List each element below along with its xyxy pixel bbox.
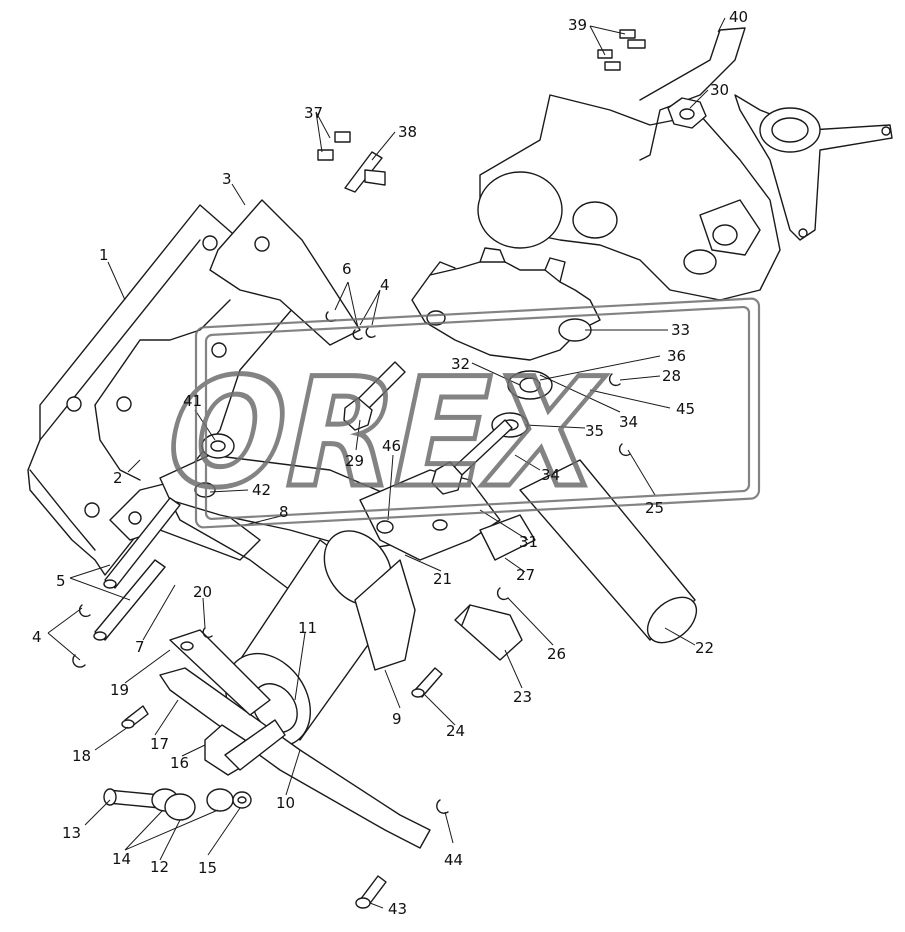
label-part-14: 14 [112,850,131,868]
pin-part-43 [355,875,387,909]
label-part-7: 7 [135,638,145,656]
label-part-6: 6 [342,260,352,278]
label-part-46: 46 [382,437,401,455]
label-part-33: 33 [671,321,690,339]
label-part-2: 2 [113,469,123,487]
label-part-22: 22 [695,639,714,657]
label-part-42: 42 [252,481,271,499]
watermark: OREX [147,297,761,529]
label-part-36: 36 [667,347,686,365]
label-part-23: 23 [513,688,532,706]
fastener-part-39 [597,29,646,71]
label-part-41: 41 [183,392,202,410]
pin-part-24 [411,667,443,698]
clip-part-28 [608,373,621,387]
label-part-24: 24 [446,722,465,740]
label-part-16: 16 [170,754,189,772]
label-part-9: 9 [392,710,402,728]
label-part-39: 39 [568,16,587,34]
hub-washer-part-32 [507,370,553,400]
clip-part-44 [436,799,449,814]
bracket-part-40 [639,27,746,161]
label-part-37: 37 [304,104,323,122]
plate-part-27 [479,514,536,561]
pin-part-5 [103,497,181,589]
label-part-27: 27 [516,566,535,584]
label-part-29: 29 [345,452,364,470]
nut-part-15 [232,791,252,809]
label-part-35: 35 [585,422,604,440]
label-part-4-upper: 4 [380,276,390,294]
label-part-26: 26 [547,645,566,663]
bracket-part-3 [94,199,361,481]
fastener-part-38 [344,151,386,193]
gear-wheel [411,247,601,361]
lower-bracket-part-2 [109,479,261,561]
label-part-1: 1 [99,246,109,264]
label-part-28: 28 [662,367,681,385]
label-part-25: 25 [645,499,664,517]
pin-part-18 [121,705,149,729]
bracket-part-19 [169,629,271,716]
clip-part-26 [496,587,509,601]
bolt-part-29 [343,361,406,431]
label-part-12: 12 [150,858,169,876]
washer-part-41 [201,433,235,459]
label-part-45: 45 [676,400,695,418]
label-part-15: 15 [198,859,217,877]
label-part-13: 13 [62,824,81,842]
nut-part-30 [667,97,707,129]
label-part-10: 10 [276,794,295,812]
label-part-21: 21 [433,570,452,588]
label-part-3: 3 [222,170,232,188]
label-part-40: 40 [729,8,748,26]
label-part-17: 17 [150,735,169,753]
cylinder-end-part-9 [354,559,416,671]
fastener-part-37 [317,131,351,161]
label-part-43: 43 [388,900,407,918]
label-part-31: 31 [519,533,538,551]
motor-housing [477,94,781,301]
label-part-34-upper: 34 [619,413,638,431]
label-part-11: 11 [298,619,317,637]
shaft-part-22 [519,459,698,644]
clip-part-20 [202,627,213,639]
label-part-32: 32 [451,355,470,373]
plate-part-23 [454,604,523,661]
bushing-part-12 [164,793,196,821]
part-labels: 1 2 3 4 4 5 6 7 8 9 10 11 12 13 14 15 16… [32,8,748,918]
label-part-20: 20 [193,583,212,601]
label-part-4-lower: 4 [32,628,42,646]
label-part-8: 8 [279,503,289,521]
clip-part-4 [72,327,376,668]
link-part-16 [204,719,286,776]
clip-part-25 [618,443,631,457]
label-part-19: 19 [110,681,129,699]
label-part-34-lower: 34 [541,466,560,484]
label-part-44: 44 [444,851,463,869]
label-part-5: 5 [56,572,66,590]
bolt-part-31 [431,419,513,495]
label-part-30: 30 [710,81,729,99]
watermark-text: OREX [149,346,616,521]
lever-arm [734,94,893,241]
label-part-18: 18 [72,747,91,765]
label-part-38: 38 [398,123,417,141]
leader-lines [47,17,726,909]
